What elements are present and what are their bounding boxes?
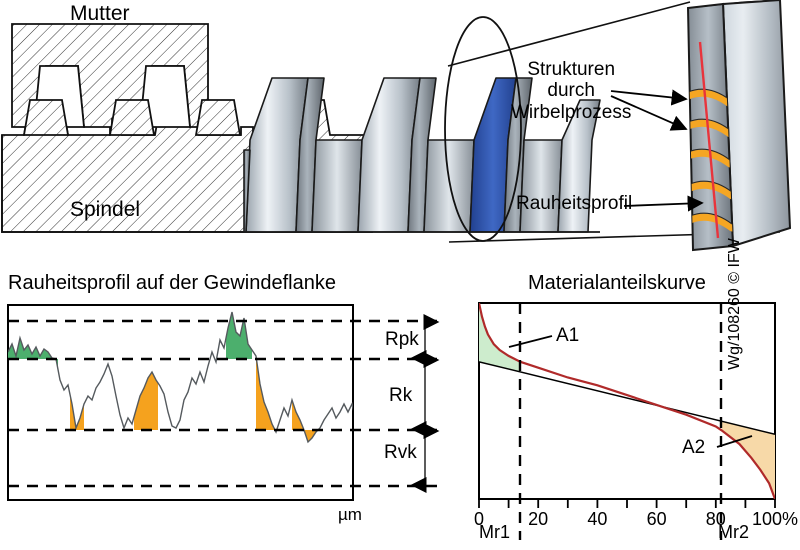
- peak-fill-1: [8, 338, 58, 370]
- credit-label: Wg/108260 © IFW: [726, 238, 743, 370]
- roughness-trace: [8, 311, 353, 444]
- callout-structures-label: Strukturen durch Wirbelprozess: [511, 59, 632, 123]
- nut-label: Mutter: [70, 2, 130, 25]
- leader-structures-1[interactable]: [610, 89, 688, 106]
- thread-root-b: [423, 139, 475, 233]
- valley-fill-1: [70, 394, 84, 430]
- mr-annotation-leaders: [508, 335, 753, 448]
- band-label-rvk: Rvk: [384, 442, 417, 463]
- flank-detail-top: [687, 0, 781, 9]
- mr-x-tick-label-60: 60: [646, 509, 667, 529]
- annotation-label-a1: A1: [556, 325, 580, 346]
- mr-x-tick-label-0: 0: [473, 509, 484, 529]
- thread-3d-teeth: [243, 77, 601, 233]
- material-ratio-title: Materialanteilskurve: [528, 272, 706, 294]
- roughness-trace-line: [698, 41, 720, 239]
- mr2-label: Mr2: [718, 522, 749, 542]
- spindle-tooth-1: [22, 99, 70, 136]
- leader-roughness[interactable]: [623, 195, 704, 212]
- structure-band-3: [688, 149, 733, 168]
- thread-root-a: [311, 139, 363, 233]
- thread-root-c: [519, 139, 563, 233]
- leader-a1[interactable]: [508, 335, 553, 348]
- structure-band-1: [688, 89, 733, 108]
- callout-roughness-label: Rauheitsprofil: [516, 193, 633, 214]
- valley-fill-3: [256, 356, 276, 432]
- leader-structures-2[interactable]: [610, 95, 688, 131]
- band-label-rk: Rk: [389, 385, 413, 406]
- flank-detail-view: [686, 0, 792, 252]
- roughness-plot-frame: [7, 304, 354, 501]
- mr-curve: [479, 303, 775, 499]
- mr1-label: Mr1: [479, 522, 510, 542]
- callout-leaders: [610, 89, 704, 212]
- magnifier-cone-top: [447, 1, 691, 67]
- band-label-rpk: Rpk: [385, 329, 419, 350]
- roughness-profile-plot: [7, 304, 440, 501]
- structure-band-edge-1: [688, 88, 731, 101]
- material-ratio-plot: [478, 302, 776, 540]
- roughness-unit-label: µm: [338, 505, 362, 524]
- valley-fill-4: [292, 400, 318, 442]
- flank-detail-body: [721, 0, 792, 248]
- annotation-label-a2: A2: [682, 437, 706, 458]
- area-a1: [479, 303, 521, 372]
- mr-markers: [518, 303, 723, 540]
- mr-x-ticks: [478, 499, 776, 508]
- mr-plot-frame: [478, 302, 776, 500]
- mr-x-tick-label-100: 100%: [751, 509, 799, 529]
- mr-chord-line: [479, 361, 775, 436]
- mr-x-tick-label-20: 20: [528, 509, 549, 529]
- roughness-level-lines: [8, 319, 440, 488]
- mr-x-tick-label-40: 40: [587, 509, 608, 529]
- valley-fill-2: [134, 372, 158, 430]
- area-a2: [721, 421, 775, 499]
- leader-a2[interactable]: [716, 435, 753, 448]
- roughness-chart-title: Rauheitsprofil auf der Gewindeflanke: [8, 272, 336, 294]
- mr-x-tick-label-80: 80: [705, 509, 726, 529]
- spindle-tooth-3: [194, 99, 242, 136]
- spindle-tooth-2: [108, 99, 156, 136]
- structure-band-edge-3: [688, 148, 731, 161]
- spindle-label: Spindel: [70, 198, 141, 221]
